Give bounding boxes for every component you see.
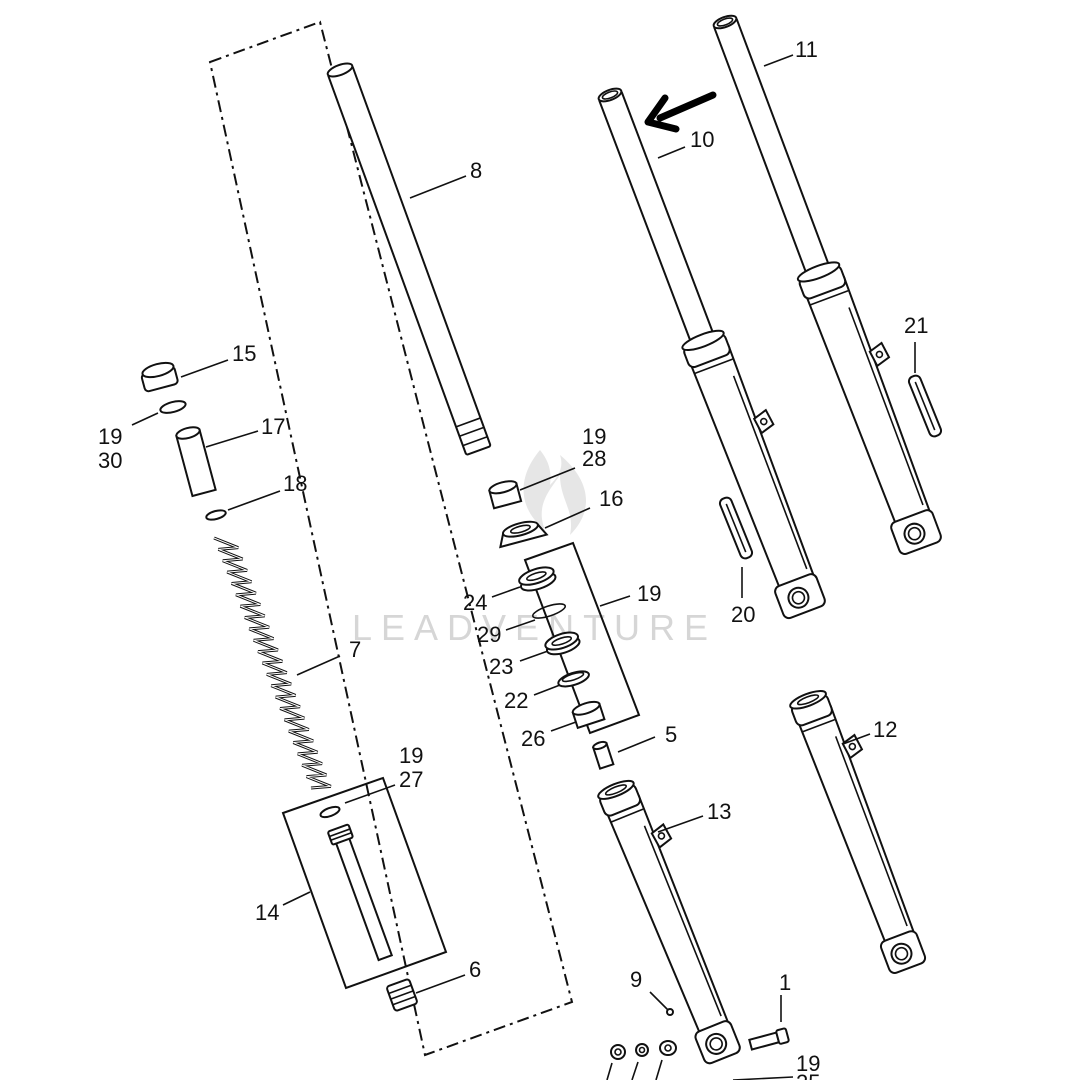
callout-8: 8: [470, 158, 482, 183]
part-15-fork-cap: [140, 361, 179, 393]
callout-16: 16: [599, 486, 623, 511]
part-8-fork-tube: [326, 62, 492, 456]
part-7-fork-spring: [213, 536, 332, 790]
part-11-fork-assembly: [712, 14, 942, 555]
part-18-washer: [205, 509, 227, 521]
callout-25: 25: [796, 1070, 820, 1080]
part-24-oil-seal: [518, 566, 557, 592]
callout-1: 1: [779, 970, 791, 995]
callout-7: 7: [349, 637, 361, 662]
callout-19-bottom: 19: [796, 1051, 820, 1076]
callout-19-seal-kit: 19: [637, 581, 661, 606]
callout-13: 13: [707, 799, 731, 824]
part-9-bleed-screw: [666, 1008, 674, 1016]
part-28-bushing: [488, 480, 523, 510]
part-26-bushing: [571, 700, 606, 730]
leader-lines: [131, 54, 916, 1080]
callout-22: 22: [504, 688, 528, 713]
callout-19-rod: 19: [399, 743, 423, 768]
part-6-rebound-spring: [386, 978, 418, 1012]
callout-11: 11: [795, 37, 818, 62]
callout-23: 23: [489, 654, 513, 679]
part-10-fork-assembly: [597, 87, 826, 620]
callout-19-cap: 19: [98, 424, 122, 449]
callout-17: 17: [261, 414, 285, 439]
part-14-damper-rod: [327, 823, 394, 962]
callout-10: 10: [690, 127, 714, 152]
inner-assembly-dashed-outline: [208, 20, 574, 1057]
callout-9: 9: [630, 967, 642, 992]
part-16-dust-seal: [499, 520, 549, 549]
callout-18: 18: [283, 471, 307, 496]
callout-26: 26: [521, 726, 545, 751]
watermark: LEADVENTURE: [352, 450, 717, 648]
highlight-arrow-icon: [644, 91, 717, 133]
watermark-text: LEADVENTURE: [352, 607, 717, 648]
callout-27: 27: [399, 767, 423, 792]
part-27-o-ring: [319, 805, 341, 819]
callout-5: 5: [665, 722, 677, 747]
washer-hardware: [610, 1040, 677, 1060]
callout-12: 12: [873, 717, 897, 742]
part-5-oil-lock-piece: [591, 740, 615, 770]
part-1-bolt: [748, 1027, 790, 1051]
callout-20: 20: [731, 602, 755, 627]
callout-24: 24: [463, 590, 487, 615]
part-20-reflector: [718, 496, 754, 560]
part-14-group-outline: [281, 776, 448, 990]
callout-19-bushing: 19: [582, 424, 606, 449]
callout-labels: 1 5 6 7 8 9 10 11 12 13 14 15 16 17 18 1…: [98, 37, 928, 1080]
part-13-outer-tube: [597, 779, 741, 1065]
callout-29: 29: [477, 622, 501, 647]
callout-6: 6: [469, 957, 481, 982]
callout-28: 28: [582, 446, 606, 471]
part-30-o-ring: [159, 400, 187, 414]
callout-14: 14: [255, 900, 279, 925]
callout-30: 30: [98, 448, 122, 473]
part-29-clip: [531, 603, 567, 619]
part-21-reflector: [907, 374, 943, 438]
part-12-outer-tube: [789, 690, 927, 974]
part-17-spacer: [175, 426, 217, 498]
callout-21: 21: [904, 313, 928, 338]
part-22-ring: [557, 670, 590, 688]
callout-15: 15: [232, 341, 256, 366]
part-23-washer: [544, 631, 581, 656]
